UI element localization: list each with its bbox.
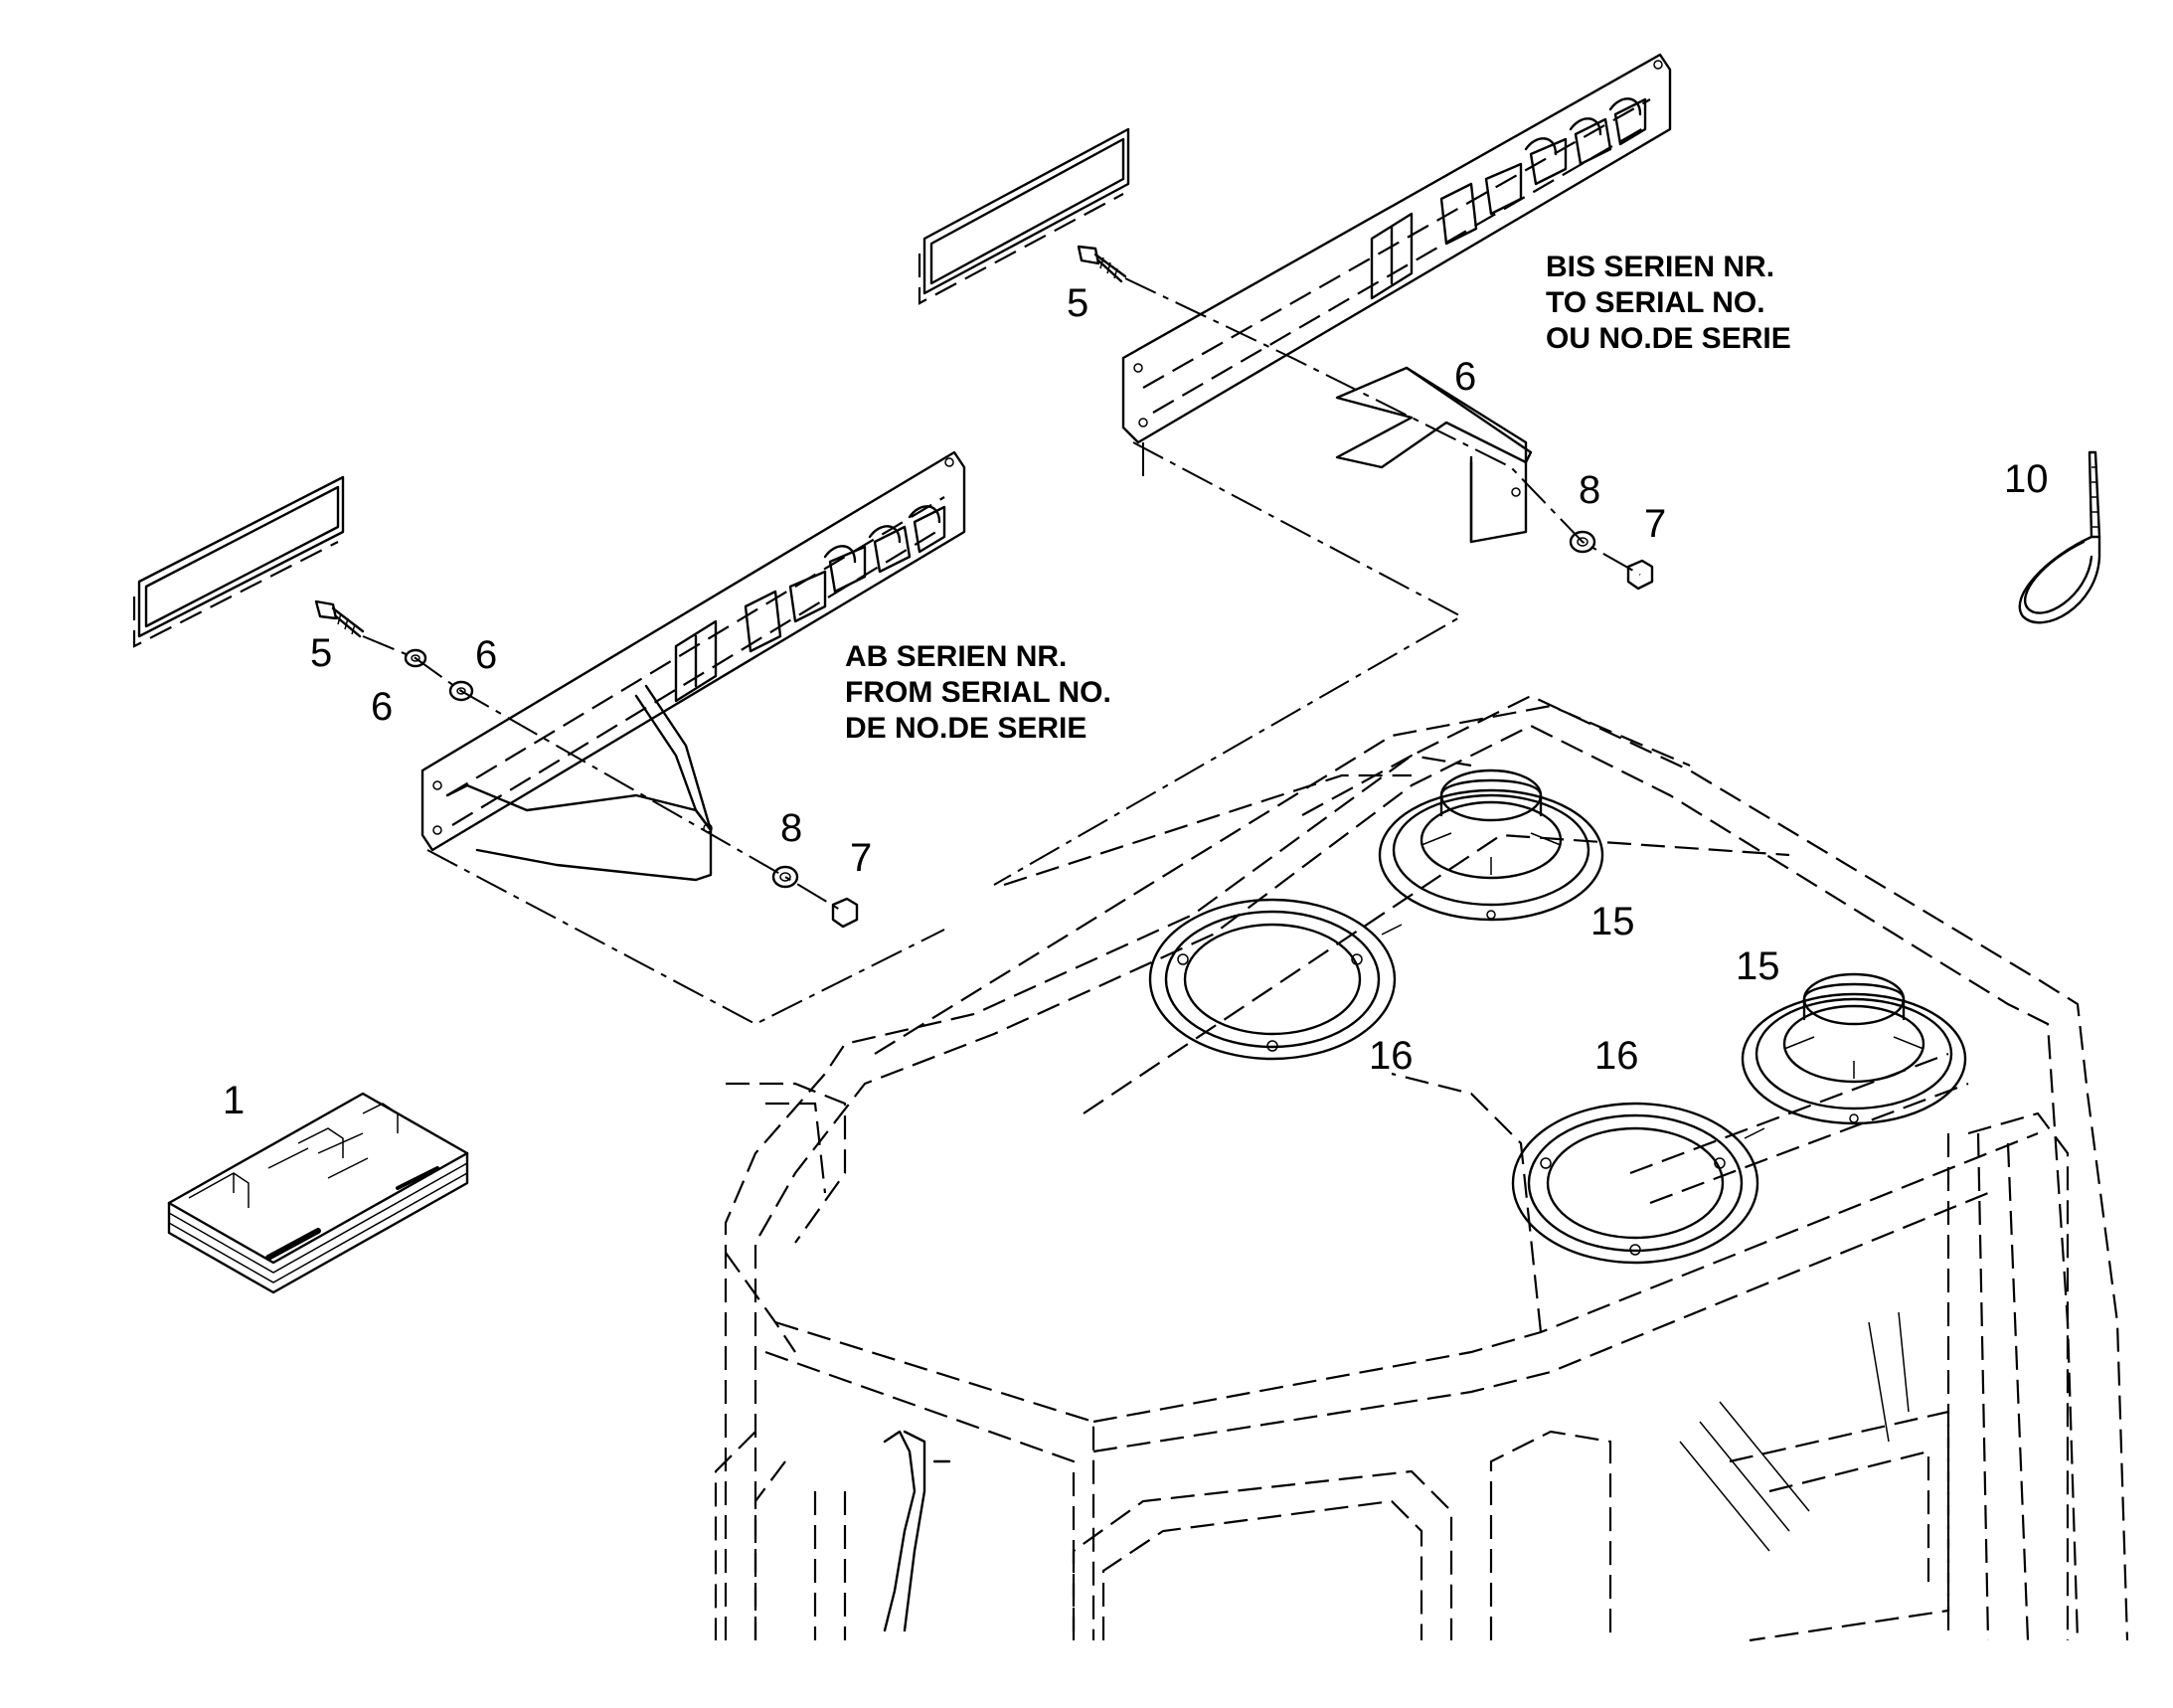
callout-6-left-a: 6 bbox=[371, 685, 393, 729]
note-to-serial: BIS SERIEN NR. TO SERIAL NO. OU NO.DE SE… bbox=[1546, 251, 1791, 355]
nut-left bbox=[831, 897, 859, 929]
callout-15-a: 15 bbox=[1590, 900, 1635, 943]
speaker-connector-line bbox=[1744, 1127, 1765, 1139]
note-from-serial-line-1: AB SERIEN NR. bbox=[845, 640, 1067, 673]
speaker-ring-icon bbox=[1511, 1102, 1759, 1265]
note-to-serial-line-3: OU NO.DE SERIE bbox=[1546, 322, 1791, 355]
callout-7-left: 7 bbox=[850, 836, 872, 880]
callout-7-right: 7 bbox=[1644, 502, 1666, 546]
callout-15-b: 15 bbox=[1736, 944, 1780, 988]
callout-16-b: 16 bbox=[1594, 1034, 1639, 1078]
speaker-icon bbox=[1378, 769, 1604, 922]
speaker-ring-icon bbox=[1148, 898, 1397, 1061]
radio-panel-icon bbox=[1121, 53, 1672, 444]
manual-booklet-icon bbox=[167, 1092, 469, 1294]
assembly-centerlines bbox=[362, 277, 1641, 1026]
callout-6-left-b: 6 bbox=[475, 633, 497, 677]
panel-gasket-right bbox=[918, 127, 1130, 305]
callout-10: 10 bbox=[2004, 457, 2049, 501]
speaker-connector-line bbox=[1381, 924, 1403, 936]
radio-panel-icon bbox=[420, 450, 966, 882]
note-to-serial-line-2: TO SERIAL NO. bbox=[1546, 286, 1765, 319]
note-from-serial-line-3: DE NO.DE SERIE bbox=[845, 712, 1086, 745]
callout-5-left: 5 bbox=[310, 631, 332, 675]
note-to-serial-line-1: BIS SERIEN NR. bbox=[1546, 251, 1774, 283]
panel-gasket-left bbox=[132, 475, 345, 648]
note-from-serial: AB SERIEN NR. FROM SERIAL NO. DE NO.DE S… bbox=[845, 640, 1111, 745]
callout-6-right: 6 bbox=[1454, 355, 1476, 399]
bolt-right bbox=[1077, 245, 1127, 283]
callout-5-right: 5 bbox=[1067, 281, 1088, 325]
cable-tie-icon bbox=[2018, 450, 2101, 624]
bracket-right bbox=[1335, 366, 1533, 544]
callout-16-a: 16 bbox=[1369, 1034, 1414, 1078]
washer-right bbox=[1569, 530, 1596, 554]
washer-left-a bbox=[404, 648, 427, 668]
callout-8-left: 8 bbox=[780, 806, 802, 850]
washer-left-b bbox=[448, 680, 474, 702]
cab-roof-icon bbox=[714, 694, 2129, 1642]
note-from-serial-line-2: FROM SERIAL NO. bbox=[845, 676, 1111, 709]
speaker-icon bbox=[1741, 972, 1967, 1125]
bolt-left bbox=[314, 599, 365, 638]
washer-left-c bbox=[771, 865, 799, 889]
callout-1: 1 bbox=[223, 1079, 245, 1122]
callout-8-right: 8 bbox=[1579, 468, 1600, 512]
